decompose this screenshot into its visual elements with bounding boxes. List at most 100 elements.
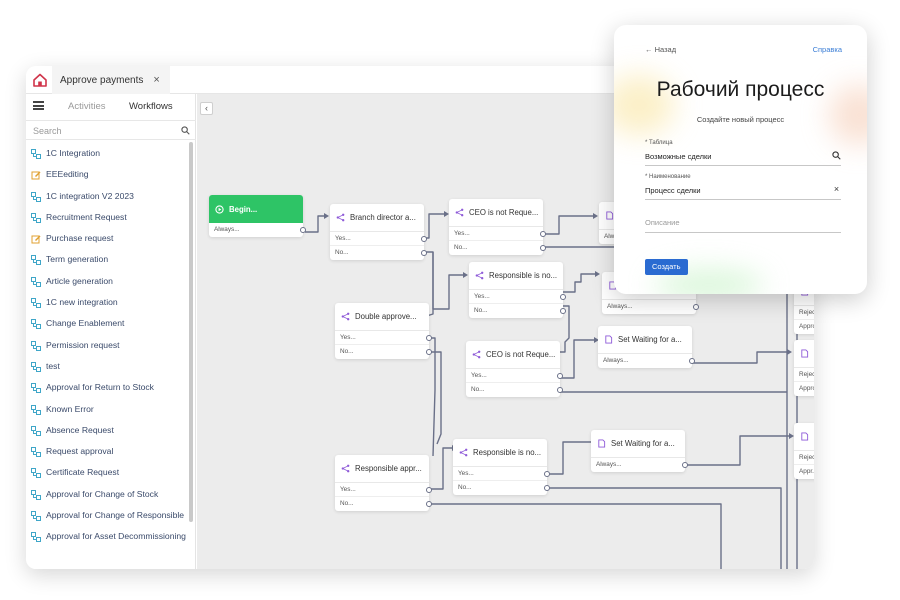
port-label: Appro... <box>799 323 814 330</box>
workflow-node-set-waiting-1[interactable]: Set Waiting for a...Always... <box>598 326 695 368</box>
list-item[interactable]: 1C integration V2 2023 <box>26 187 190 208</box>
workflow-node-double-approve[interactable]: Double approve...Yes...No... <box>335 303 432 359</box>
collapse-sidebar-button[interactable]: ‹ <box>200 102 213 115</box>
port-connector[interactable] <box>689 358 695 364</box>
sidebar-header: Activities Workflows <box>26 94 196 118</box>
description-field[interactable]: Описание <box>645 209 841 233</box>
description-placeholder[interactable]: Описание <box>645 218 680 227</box>
list-item[interactable]: Change Enablement <box>26 314 190 335</box>
port-connector[interactable] <box>300 227 306 233</box>
document-icon <box>598 439 606 448</box>
port-connector[interactable] <box>560 308 566 314</box>
workflow-icon <box>31 319 41 330</box>
port-label: No... <box>454 244 468 251</box>
port-connector[interactable] <box>540 245 546 251</box>
list-item[interactable]: Certificate Request <box>26 463 190 484</box>
node-port-row: No... <box>466 383 563 397</box>
workflow-node-responsible-no-1[interactable]: Responsible is no...Yes...No... <box>469 262 566 318</box>
list-item[interactable]: Approval for Change of Responsible <box>26 506 190 527</box>
list-item[interactable]: Known Error <box>26 400 190 421</box>
workflow-node-right-c[interactable]: C...Rejec...Appro... <box>794 340 814 396</box>
list-item[interactable]: Article generation <box>26 272 190 293</box>
workflow-node-branch-director[interactable]: Branch director a...Yes...No... <box>330 204 427 260</box>
workflow-node-ceo-not-required-2[interactable]: CEO is not Reque...Yes...No... <box>466 341 563 397</box>
node-port-row: No... <box>335 345 432 359</box>
workflow-node-begin[interactable]: Begin...Always... <box>209 195 306 237</box>
list-item-label: Purchase request <box>46 233 114 244</box>
tab-activities[interactable]: Activities <box>68 101 106 112</box>
sidebar-scrollbar[interactable] <box>189 142 193 522</box>
port-connector[interactable] <box>544 471 550 477</box>
branch-icon <box>475 271 484 280</box>
node-port-row: No... <box>453 481 550 495</box>
node-header: Responsible is no... <box>453 439 547 467</box>
node-header: Responsible appr... <box>335 455 429 483</box>
port-label: Yes... <box>458 470 474 477</box>
port-label: Yes... <box>340 486 356 493</box>
table-field-value[interactable]: Возможные сделки <box>645 152 712 161</box>
port-connector[interactable] <box>693 304 699 310</box>
name-field[interactable]: * Наименование Процесс сделки × <box>645 174 841 200</box>
table-field[interactable]: * Таблица Возможные сделки <box>645 140 841 166</box>
list-item[interactable]: Request approval <box>26 442 190 463</box>
close-icon[interactable]: × <box>833 184 840 194</box>
workflow-node-set-waiting-2[interactable]: Set Waiting for a...Always... <box>591 430 688 472</box>
port-connector[interactable] <box>426 487 432 493</box>
list-item[interactable]: 1C new integration <box>26 293 190 314</box>
port-connector[interactable] <box>540 231 546 237</box>
home-icon[interactable] <box>32 72 48 88</box>
port-label: No... <box>474 307 488 314</box>
port-connector[interactable] <box>426 501 432 507</box>
list-item-label: Article generation <box>46 275 113 286</box>
create-button[interactable]: Создать <box>645 259 688 275</box>
list-item[interactable]: Permission request <box>26 336 190 357</box>
port-connector[interactable] <box>682 462 688 468</box>
port-connector[interactable] <box>426 335 432 341</box>
workflow-node-responsible-appr[interactable]: Responsible appr...Yes...No... <box>335 455 432 511</box>
port-connector[interactable] <box>421 236 427 242</box>
branch-icon <box>341 312 350 321</box>
port-connector[interactable] <box>421 250 427 256</box>
list-item[interactable]: Absence Request <box>26 421 190 442</box>
workflow-node-responsible-no-2[interactable]: Responsible is no... Yes... No... <box>453 439 550 495</box>
workflow-icon <box>31 511 41 522</box>
tab-workflows[interactable]: Workflows <box>129 101 173 112</box>
list-item[interactable]: EEEediting <box>26 165 190 186</box>
workflow-icon <box>31 383 41 394</box>
edit-icon <box>31 235 41 244</box>
port-connector[interactable] <box>557 387 563 393</box>
node-port-row: Rejec... <box>794 306 814 320</box>
search-icon[interactable] <box>832 151 841 160</box>
name-field-value[interactable]: Процесс сделки <box>645 186 701 195</box>
sidebar: Activities Workflows 1C IntegrationEEEed… <box>26 94 196 569</box>
search-icon[interactable] <box>181 126 190 135</box>
node-title: Responsible is no... <box>489 271 558 280</box>
tab-close-icon[interactable]: × <box>153 74 160 86</box>
branch-icon <box>459 448 468 457</box>
list-item[interactable]: Approval for Change of Stock <box>26 485 190 506</box>
list-item[interactable]: 1C Integration <box>26 144 190 165</box>
port-connector[interactable] <box>557 373 563 379</box>
list-item[interactable]: Approval for Return to Stock <box>26 378 190 399</box>
help-link[interactable]: Справка <box>812 45 842 54</box>
list-item[interactable]: Term generation <box>26 250 190 271</box>
list-item[interactable]: Approval for Asset Decommissioning <box>26 527 190 557</box>
list-item[interactable]: test <box>26 357 190 378</box>
port-connector[interactable] <box>426 349 432 355</box>
search-input[interactable] <box>26 122 166 140</box>
port-connector[interactable] <box>544 485 550 491</box>
tab-approve-payments[interactable]: Approve payments × <box>52 66 170 94</box>
menu-icon[interactable] <box>33 101 44 110</box>
node-title: CEO is not Reque... <box>469 208 539 217</box>
node-port-row: Always... <box>591 458 688 472</box>
workflow-node-right-bottom[interactable]: Rejec...Appr... <box>794 423 814 479</box>
node-port-row: Appro... <box>794 320 814 334</box>
port-connector[interactable] <box>560 294 566 300</box>
workflow-node-ceo-not-required-1[interactable]: CEO is not Reque... Yes... No... <box>449 199 546 255</box>
list-item[interactable]: Recruitment Request <box>26 208 190 229</box>
list-item-label: EEEediting <box>46 169 89 180</box>
list-item-label: Approval for Return to Stock <box>46 382 154 393</box>
port-label: Yes... <box>454 230 470 237</box>
list-item[interactable]: Purchase request <box>26 229 190 250</box>
back-link[interactable]: ← Назад <box>645 45 677 54</box>
